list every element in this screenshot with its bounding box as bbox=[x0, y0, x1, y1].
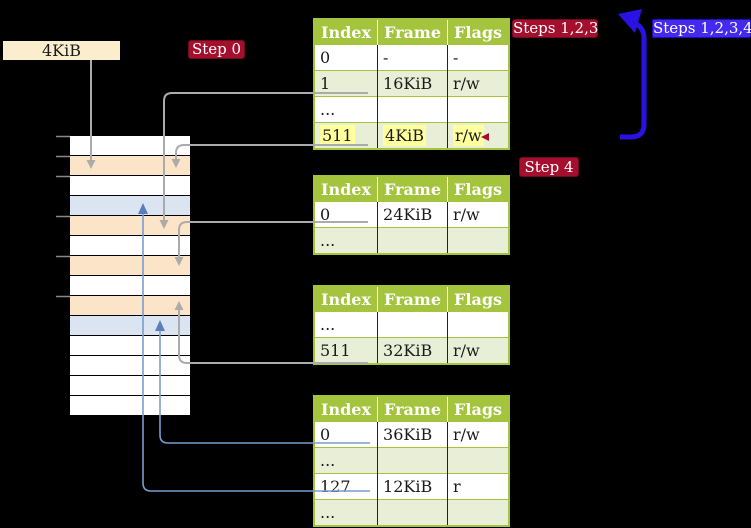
arrowhead-upleft-icon bbox=[618, 9, 642, 33]
memory-row-plain bbox=[70, 376, 190, 395]
table-cell bbox=[377, 227, 448, 254]
memory-row-frame bbox=[70, 156, 190, 175]
memory-row-frame bbox=[70, 256, 190, 275]
table-cell: ... bbox=[314, 499, 378, 526]
table-cell: r/w bbox=[447, 337, 510, 364]
column-header: Flags bbox=[447, 396, 510, 422]
column-header: Frame bbox=[377, 176, 448, 202]
column-header: Flags bbox=[447, 286, 510, 312]
highlighted-value: 4KiB bbox=[383, 125, 427, 146]
column-header: Index bbox=[314, 19, 378, 45]
table-cell: 511 bbox=[314, 122, 378, 149]
table-cell bbox=[447, 227, 510, 254]
memory-row-plain bbox=[70, 396, 190, 415]
frame-size-label: 4KiB bbox=[3, 41, 120, 60]
table-cell: 1 bbox=[314, 70, 378, 97]
column-header: Index bbox=[314, 396, 378, 422]
table-row: ... bbox=[314, 499, 510, 526]
table-row: 0-- bbox=[314, 44, 510, 71]
column-header: Index bbox=[314, 176, 378, 202]
table-cell bbox=[377, 96, 448, 123]
table-cell: ... bbox=[314, 311, 378, 338]
memory-row-target bbox=[70, 316, 190, 335]
table-cell: 24KiB bbox=[377, 201, 448, 228]
memory-row-frame bbox=[70, 296, 190, 315]
table-cell bbox=[447, 499, 510, 526]
memory-column bbox=[70, 136, 190, 415]
table-cell: 36KiB bbox=[377, 421, 448, 448]
column-header: Flags bbox=[447, 19, 510, 45]
table-cell: 0 bbox=[314, 44, 378, 71]
table-cell: ... bbox=[314, 227, 378, 254]
table-cell: - bbox=[447, 44, 510, 71]
table-cell bbox=[447, 96, 510, 123]
table-cell: r/w bbox=[447, 70, 510, 97]
column-header: Flags bbox=[447, 176, 510, 202]
table-cell: r bbox=[447, 473, 510, 500]
memory-row-plain bbox=[70, 236, 190, 255]
memory-row-plain bbox=[70, 336, 190, 355]
steps-123-badge: Steps 1,2,3 bbox=[512, 19, 599, 38]
table-cell bbox=[377, 499, 448, 526]
table-cell: 511 bbox=[314, 337, 378, 364]
table-cell: 12KiB bbox=[377, 473, 448, 500]
table-cell: - bbox=[377, 44, 448, 71]
table-cell: ... bbox=[314, 96, 378, 123]
table-cell bbox=[377, 447, 448, 474]
step-4-badge: Step 4 bbox=[519, 157, 579, 177]
table-row: ... bbox=[314, 447, 510, 474]
table-cell: 4KiB bbox=[377, 122, 448, 149]
table-cell: r/w bbox=[447, 122, 510, 149]
column-header: Index bbox=[314, 286, 378, 312]
highlighted-value: r/w bbox=[453, 125, 484, 146]
table-cell: r/w bbox=[447, 421, 510, 448]
step-0-badge: Step 0 bbox=[188, 40, 245, 59]
table-cell bbox=[447, 311, 510, 338]
memory-row-plain bbox=[70, 356, 190, 375]
memory-tick-marks bbox=[56, 135, 70, 298]
memory-row-target bbox=[70, 196, 190, 215]
table-cell bbox=[447, 447, 510, 474]
highlighted-value: 511 bbox=[320, 125, 355, 146]
table-cell: ... bbox=[314, 447, 378, 474]
table-cell: 0 bbox=[314, 421, 378, 448]
table-row: ... bbox=[314, 96, 510, 123]
memory-row-plain bbox=[70, 276, 190, 295]
table-row: ... bbox=[314, 311, 510, 338]
table-cell: 16KiB bbox=[377, 70, 448, 97]
table-row: ... bbox=[314, 227, 510, 254]
column-header: Frame bbox=[377, 396, 448, 422]
table-row: 511 4KiB r/w bbox=[314, 122, 510, 149]
table-cell: 0 bbox=[314, 201, 378, 228]
memory-row-frame bbox=[70, 216, 190, 235]
memory-row-plain bbox=[70, 136, 190, 155]
table-cell: 32KiB bbox=[377, 337, 448, 364]
table-cell: r/w bbox=[447, 201, 510, 228]
table-cell bbox=[377, 311, 448, 338]
arrow-steps-1234-loop bbox=[620, 20, 647, 140]
table-cell: 127 bbox=[314, 473, 378, 500]
memory-row-plain bbox=[70, 176, 190, 195]
column-header: Frame bbox=[377, 286, 448, 312]
steps-1234-badge: Steps 1,2,3,4 bbox=[652, 19, 751, 38]
column-header: Frame bbox=[377, 19, 448, 45]
